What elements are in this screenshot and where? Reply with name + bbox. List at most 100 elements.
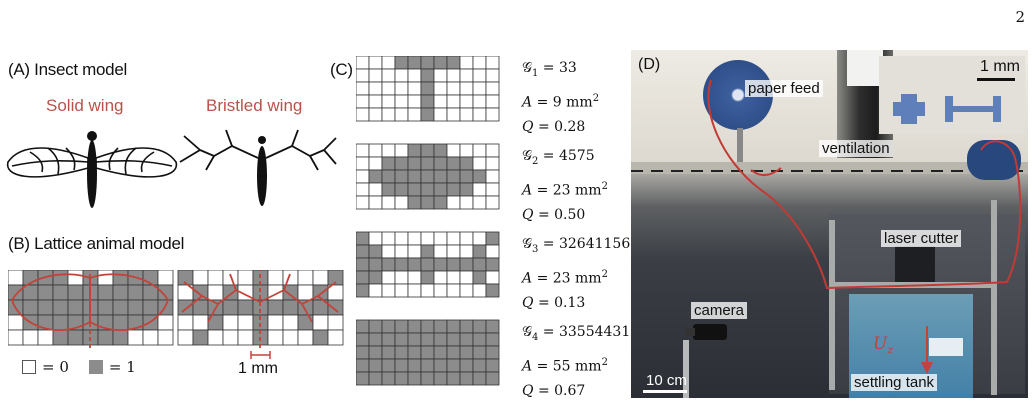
shape-2-cell [394, 169, 409, 184]
shape-4-cell [485, 332, 500, 347]
solid-lattice-cell [97, 284, 114, 301]
shape-3-cell [407, 270, 422, 285]
shape-1-cell [407, 56, 422, 70]
inset-cutouts [893, 94, 1001, 124]
shape-2-cell [472, 195, 487, 210]
shape-2-cell [394, 182, 409, 197]
shape-2-cell [368, 182, 383, 197]
panel-d-label: (D) [638, 56, 661, 73]
shape-2-cell [381, 156, 396, 171]
shape-3-cell [446, 244, 461, 259]
shape-4-cell [446, 319, 461, 334]
solid-wing-label: Solid wing [46, 96, 124, 115]
area-row: A = 55 mm2 [522, 356, 608, 375]
q-row: Q = 0.28 [522, 119, 586, 136]
shape-1-cell [472, 107, 487, 122]
solid-lattice-cell [52, 284, 69, 301]
camera-label: camera [691, 302, 748, 319]
bristled-lattice-cell [237, 329, 254, 346]
solid-lattice-cell [37, 284, 54, 301]
shape-3-cell [459, 283, 474, 298]
shape-4-cell [433, 345, 448, 360]
q-row: Q = 0.50 [522, 207, 586, 224]
shape-4-cell [394, 319, 409, 334]
shape-3-cell [459, 270, 474, 285]
camera-body [693, 324, 727, 340]
shape-2-cell [485, 182, 500, 197]
shape-4-cell [368, 345, 383, 360]
shape-4-cell [472, 319, 487, 334]
legend-filled-square [88, 360, 103, 374]
shape-2-cell [394, 195, 409, 210]
shape-3-cell [446, 270, 461, 285]
solid-lattice-cell [8, 284, 24, 301]
shape-4-cell [446, 345, 461, 360]
shape-2-cell [381, 182, 396, 197]
shape-1-cell [459, 81, 474, 96]
shape-4-cell [381, 319, 396, 334]
shape-1-cell [356, 81, 370, 96]
solid-wing-outline-left [11, 273, 91, 331]
shape-1-cell [433, 56, 448, 70]
bristled-lattice-cell [177, 329, 194, 346]
shape-3-cell [459, 231, 474, 246]
shape-4-cell [459, 319, 474, 334]
shape-3-cell [381, 270, 396, 285]
solid-lattice-cell [67, 270, 84, 286]
shape-4-cell [381, 371, 396, 386]
shape-4-cell [381, 332, 396, 347]
shape-3-cell [485, 257, 500, 272]
solid-lattice-cell [67, 329, 84, 346]
shape-1-cell [446, 68, 461, 83]
shape-4-cell [472, 345, 487, 360]
shape-1-cell [368, 56, 383, 70]
shape-2-cell [394, 143, 409, 158]
shape-2-cell [407, 143, 422, 158]
bristled-lattice-cell [222, 299, 239, 316]
shape-3-cell [472, 283, 487, 298]
shape-3-cell [407, 283, 422, 298]
shape-2-cell [446, 182, 461, 197]
bristle-outline-right [259, 273, 339, 323]
shape-4-cell [420, 358, 435, 373]
shape-4-cell [472, 332, 487, 347]
velocity-label: Uz [873, 334, 894, 357]
shape-4-cell [356, 358, 370, 373]
bristled-lattice-cell [192, 270, 209, 286]
bristled-lattice-cell [282, 270, 299, 286]
shape-4-cell [485, 345, 500, 360]
solid-lattice-cell [67, 299, 84, 316]
shape-1-cell [485, 81, 500, 96]
legend: = 0 = 1 [22, 358, 136, 376]
solid-lattice-cell [8, 270, 24, 286]
shape-2-cell [459, 156, 474, 171]
shape-2-cell [394, 156, 409, 171]
bristled-lattice-cell [237, 299, 254, 316]
shape-1-cell [381, 68, 396, 83]
shape-4-cell [446, 332, 461, 347]
bristled-lattice-cell [282, 314, 299, 331]
shape-3-cell [472, 257, 487, 272]
bristled-lattice-cell [222, 329, 239, 346]
shape-3-cell [356, 270, 370, 285]
velocity-arrow [921, 326, 933, 374]
solid-lattice-cell [127, 329, 144, 346]
red-cable [707, 79, 1022, 290]
shape-4-cell [394, 371, 409, 386]
shape-1-cell [446, 56, 461, 70]
shape-3-cell [394, 257, 409, 272]
shape-3-cell [356, 244, 370, 259]
shape-4-cell [446, 358, 461, 373]
shape-1-cell [420, 81, 435, 96]
shape-1-cell [472, 81, 487, 96]
shape-1-cell [459, 56, 474, 70]
settling-tank-label: settling tank [851, 374, 938, 391]
shape-3-cell [368, 231, 383, 246]
solid-lattice-cell [157, 270, 174, 286]
shape-3-cell [472, 270, 487, 285]
shape-3-cell [433, 244, 448, 259]
shape-3-cell [433, 283, 448, 298]
q-row: Q = 0.13 [522, 295, 586, 312]
shape-2-cell [472, 143, 487, 158]
